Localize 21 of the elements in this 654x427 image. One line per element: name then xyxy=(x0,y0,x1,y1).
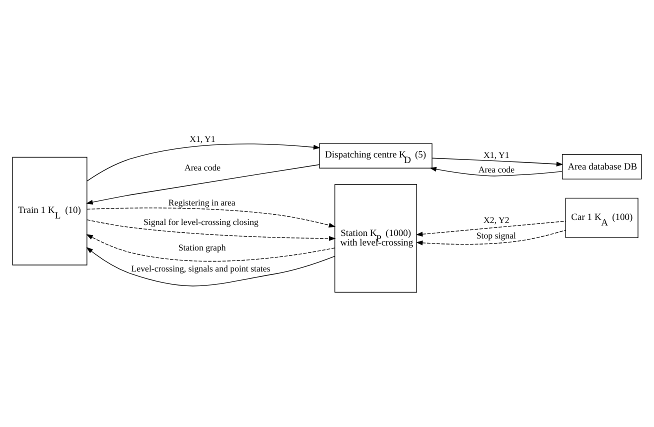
node-box: Area database DB xyxy=(562,154,642,180)
edge-label: X1, Y1 xyxy=(484,150,510,160)
edge-label: Area code xyxy=(478,164,515,175)
edge-label: Registering in area xyxy=(168,197,236,208)
arrow xyxy=(86,164,320,205)
edge-label: X1, Y1 xyxy=(190,134,216,144)
edge-label: X2, Y2 xyxy=(484,214,510,225)
arrow xyxy=(86,234,336,262)
arrow xyxy=(432,158,564,166)
arrow xyxy=(86,247,335,286)
edge-label: Station graph xyxy=(178,242,226,252)
arrow xyxy=(86,144,320,182)
arrow xyxy=(430,166,563,176)
arrow xyxy=(86,208,336,228)
arrow xyxy=(416,220,566,237)
arrow xyxy=(416,230,566,246)
edge-label: Signal for level-crossing closing xyxy=(144,217,258,228)
arrow xyxy=(86,219,336,241)
edge-label: Stop signal xyxy=(476,230,516,241)
edge-label: Area code xyxy=(184,162,221,172)
edge-label: Level-crossing, signals and point states xyxy=(131,263,270,274)
